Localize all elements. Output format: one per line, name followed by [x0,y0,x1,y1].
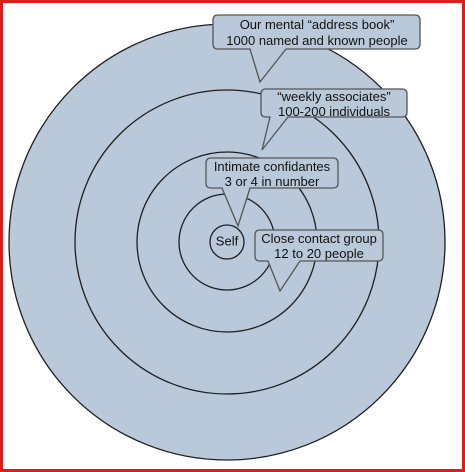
callout-close-contact-group-line2: 12 to 20 people [274,246,364,261]
callout-weekly-associates-line1: “weekly associates” [277,89,390,104]
callout-intimate-confidantes-line2: 3 or 4 in number [225,174,320,189]
callout-address-book-line1: Our mental “address book” [240,17,395,32]
callout-intimate-confidantes-shape [205,157,339,228]
callout-close-contact-group-shape [254,229,384,293]
callout-close-contact-group: Close contact group 12 to 20 people [254,229,384,293]
callout-close-contact-group-line1: Close contact group [261,231,377,246]
callout-address-book-line2: 1000 named and known people [226,33,407,48]
callout-weekly-associates-shape [260,88,408,151]
callout-weekly-associates-line2: 100-200 individuals [278,104,391,119]
callout-intimate-confidantes: Intimate confidantes 3 or 4 in number [205,157,339,228]
callout-address-book-shape [212,14,421,84]
callout-weekly-associates: “weekly associates” 100-200 individuals [260,88,408,151]
ring-self [209,224,245,260]
self-label: Self [216,233,239,248]
callout-address-book: Our mental “address book” 1000 named and… [212,14,421,84]
callout-intimate-confidantes-line1: Intimate confidantes [214,159,331,174]
